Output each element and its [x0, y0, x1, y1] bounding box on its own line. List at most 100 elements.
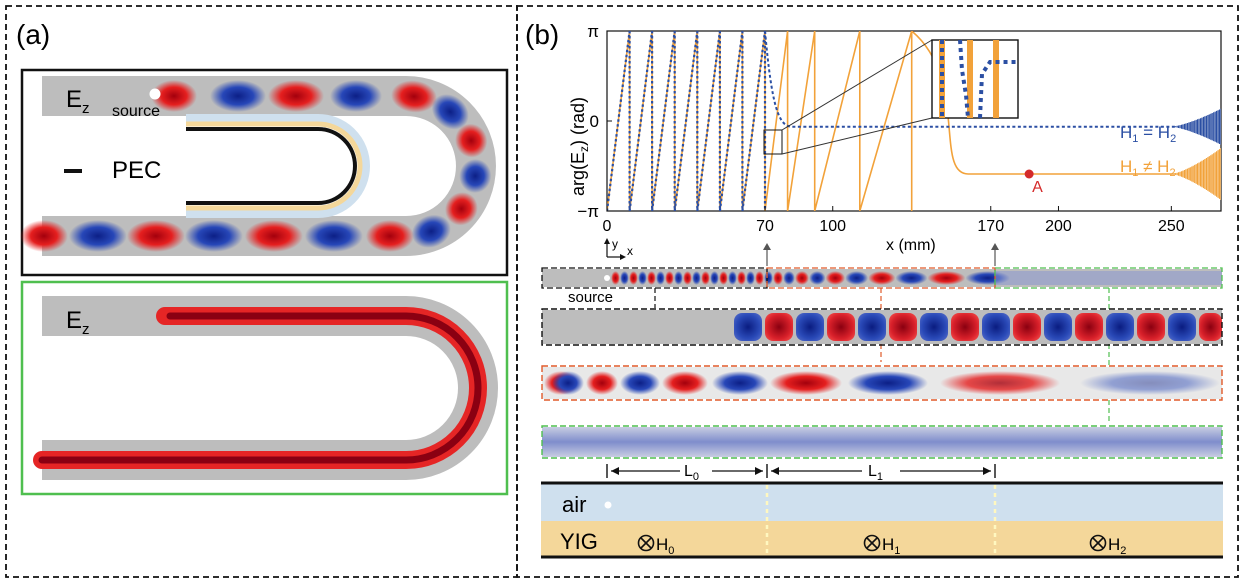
x-tick-label: 250: [1158, 218, 1185, 235]
strip-lobe: [712, 371, 768, 395]
panel-a-label: (a): [16, 19, 50, 50]
far-field-oscillations: [1172, 108, 1221, 200]
air-layer: [186, 114, 370, 218]
x-tick-label: 100: [819, 218, 846, 235]
strip-lobe: [719, 271, 728, 285]
strip-lobe: [734, 313, 762, 341]
svg-text:H0: H0: [656, 535, 674, 557]
y-tick-label: π: [587, 22, 599, 41]
panel-a-bottom: Ez: [20, 280, 509, 496]
strip-lobe: [809, 271, 826, 285]
strip-lobe: [868, 271, 896, 285]
unidirectional-mode-core: [38, 312, 482, 464]
mode-lobe: [455, 123, 488, 158]
svg-text:H1: H1: [882, 535, 900, 557]
panel-a-top: Ez source PEC: [19, 68, 509, 277]
yig-label: YIG: [560, 529, 598, 554]
strip-lobe: [746, 271, 755, 285]
strip-lobe: [1075, 313, 1103, 341]
strip-lobe: [773, 271, 784, 285]
strip-full: source: [541, 267, 1223, 422]
source-label-a: source: [112, 103, 160, 120]
strip-lobe: [710, 271, 719, 285]
dim-l0: L0: [684, 463, 699, 483]
strip-lobe: [692, 271, 701, 285]
strip-lobe: [611, 271, 620, 285]
strip-lobe: [783, 271, 795, 285]
source-label-b: source: [568, 289, 613, 306]
strip-lobe: [796, 313, 824, 341]
panel-b-frame: [516, 5, 1239, 578]
h0-marker: H0: [637, 534, 674, 557]
mode-lobe: [431, 94, 469, 130]
mode-lobe: [365, 220, 414, 252]
air-region: [541, 483, 1223, 521]
point-a: A: [1024, 169, 1043, 196]
strip-lobe: [665, 271, 674, 285]
strip-lobe: [940, 371, 1060, 395]
mode-lobe: [411, 214, 451, 248]
zoom-line-top: [781, 39, 933, 131]
strip-lobe: [794, 271, 810, 285]
y-axis-label: arg(Ez) (rad): [568, 97, 591, 196]
strip-lobe: [927, 271, 966, 285]
strip-lobe: [674, 271, 683, 285]
strip-lobe: [1080, 371, 1220, 395]
strip-lobe: [1168, 313, 1196, 341]
strip-lobe: [620, 371, 660, 395]
source-dot-b: [604, 501, 612, 509]
svg-text:H2: H2: [1108, 535, 1126, 557]
pec-boundary: [186, 127, 357, 205]
strip-lobe: [620, 271, 629, 285]
mode-lobe: [459, 159, 492, 193]
y-axis-ticks: π0−π: [577, 22, 612, 221]
mode-lobe: [304, 220, 363, 252]
source-dot: [149, 88, 161, 100]
mode-lobe: [210, 80, 266, 112]
x-tick-label: 70: [756, 218, 774, 235]
strip-lobe: [920, 313, 948, 341]
mode-lobe: [151, 80, 197, 112]
x-axis-label: x (mm): [886, 237, 936, 254]
strip-lobe: [770, 371, 842, 395]
strip-lobe: [982, 313, 1010, 341]
y-tick-label: −π: [577, 202, 599, 221]
h2-marker: H2: [1089, 534, 1126, 557]
panel-b-label: (b): [525, 19, 559, 50]
field-label-top: Ez: [66, 86, 90, 117]
legend-neq: H1 ≠ H2: [1120, 157, 1176, 179]
zoom-line-bottom: [781, 117, 933, 155]
plot-frame: [606, 30, 1222, 212]
strip-lobe: [701, 271, 710, 285]
strip-lobe: [638, 271, 647, 285]
strip-lobe: [737, 271, 746, 285]
coord-inset: y x: [604, 237, 633, 260]
strip-lobe: [1013, 313, 1041, 341]
strip-lobe: [765, 313, 793, 341]
layer-structure: air YIG H0 H1 H2: [541, 481, 1223, 559]
h1-marker: H1: [863, 534, 900, 557]
legend-eq: H1 = H2: [1120, 123, 1176, 145]
strip-lobe: [825, 271, 846, 285]
mode-lobes-top: [19, 80, 492, 252]
position-arrows: [763, 243, 999, 266]
strip-lobe: [662, 371, 708, 395]
dim-l1: L1: [868, 463, 883, 483]
x-tick-label: 0: [603, 218, 612, 235]
strip-lobe: [683, 271, 692, 285]
strip-lobe: [827, 313, 855, 341]
mode-lobe: [391, 80, 437, 113]
pec-legend-label: PEC: [112, 157, 161, 184]
strip-lobe: [895, 271, 928, 285]
strip-lobe: [858, 313, 886, 341]
point-a-dot: [1024, 169, 1034, 179]
strip-lobe: [951, 313, 979, 341]
mode-lobe: [445, 192, 478, 226]
strip-lobe: [755, 271, 764, 285]
y-axis-sub: z: [577, 146, 591, 152]
mode-lobe: [184, 220, 243, 252]
mode-lobe: [68, 220, 127, 252]
panel-a-frame: [5, 5, 518, 578]
strip-lobe: [1044, 313, 1072, 341]
